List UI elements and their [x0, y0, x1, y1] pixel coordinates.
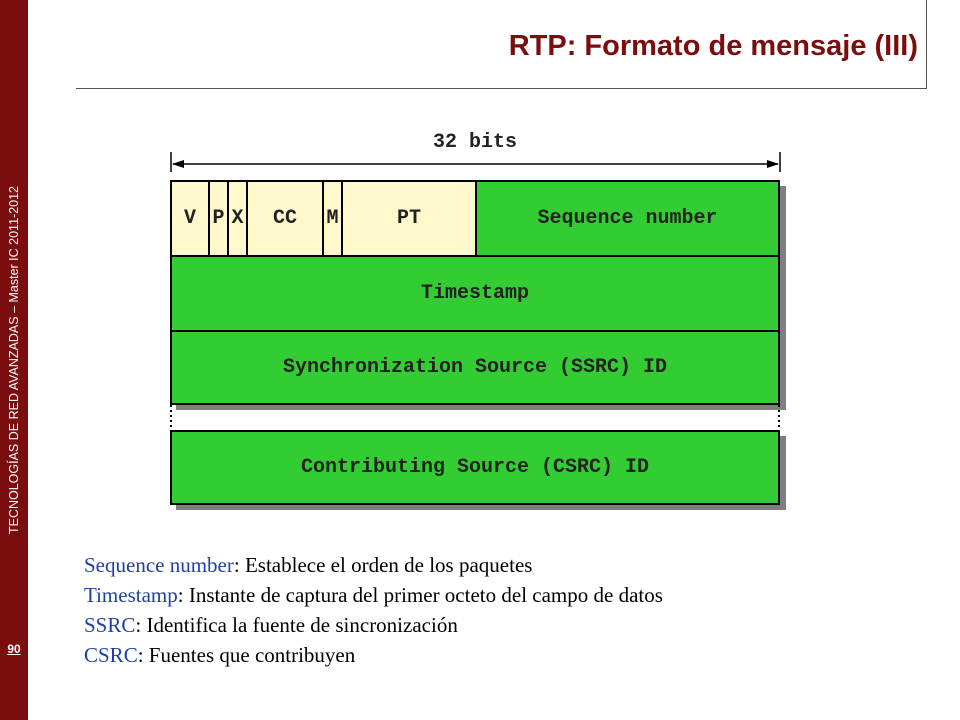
width-label: 32 bits [432, 131, 517, 154]
field-marker: M [322, 180, 343, 257]
description-line: Timestamp: Instante de captura del prime… [84, 580, 663, 610]
description-separator: : [137, 643, 149, 667]
description-line: CSRC: Fuentes que contribuyen [84, 640, 663, 670]
description-term: CSRC [84, 643, 138, 667]
description-line: SSRC: Identifica la fuente de sincroniza… [84, 610, 663, 640]
slide-title: RTP: Formato de mensaje (III) [508, 30, 918, 62]
description-text: Fuentes que contribuyen [148, 643, 356, 667]
description-text: Instante de captura del primer octeto de… [188, 583, 663, 607]
width-arrow [170, 152, 781, 172]
field-timestamp: Timestamp [170, 255, 780, 332]
description-line: Sequence number: Establece el orden de l… [84, 550, 663, 580]
continuation-dots-left [170, 405, 172, 429]
description-text: Establece el orden de los paquetes [244, 553, 533, 577]
field-ssrc: Synchronization Source (SSRC) ID [170, 330, 780, 405]
continuation-dots-right [778, 405, 780, 429]
description-term: SSRC [84, 613, 136, 637]
title-vertical-divider [926, 0, 927, 89]
description-text: Identifica la fuente de sincronización [146, 613, 458, 637]
field-padding: P [208, 180, 229, 257]
sidebar: TECNOLOGÍAS DE RED AVANZADAS – Master IC… [0, 0, 28, 720]
description-separator: : [233, 553, 245, 577]
field-csrc-count: CC [246, 180, 324, 257]
description-separator: : [135, 613, 147, 637]
title-divider [76, 88, 926, 89]
field-extension: X [227, 180, 248, 257]
description-term: Sequence number [84, 553, 234, 577]
sidebar-course-label: TECNOLOGÍAS DE RED AVANZADAS – Master IC… [7, 185, 21, 535]
description-separator: : [177, 583, 189, 607]
field-sequence-number: Sequence number [475, 180, 780, 257]
field-version: V [170, 180, 210, 257]
field-csrc: Contributing Source (CSRC) ID [170, 430, 780, 505]
field-payload-type: PT [341, 180, 477, 257]
page-number: 90 [7, 642, 21, 656]
field-descriptions: Sequence number: Establece el orden de l… [84, 550, 663, 670]
description-term: Timestamp [84, 583, 178, 607]
